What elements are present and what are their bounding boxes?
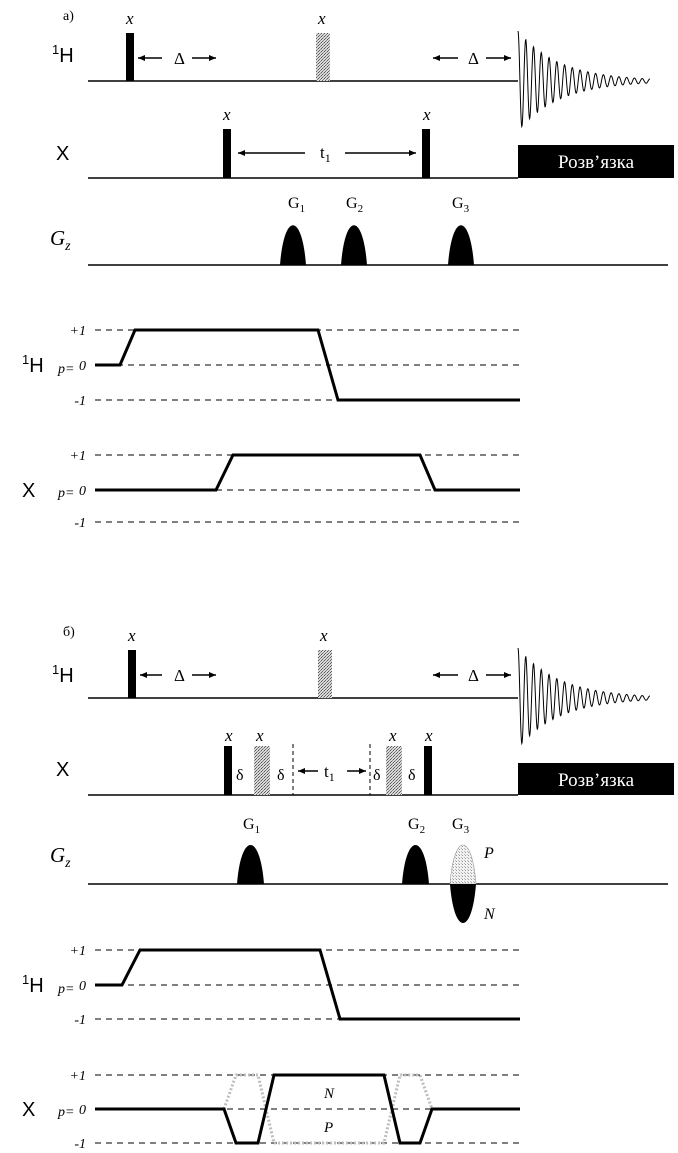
h-180-pulse — [316, 33, 330, 81]
panel-b-label: б) — [63, 625, 75, 640]
gradient-pulse-g1 — [237, 845, 264, 884]
p-label: p= — [57, 1105, 74, 1120]
phase-label: x — [127, 626, 136, 645]
decoupling-label: Розв’язка — [558, 770, 635, 791]
gradient-label-g1: G1 — [243, 816, 260, 836]
coherence-pathway-x: +1 0 -1 X p= N P — [22, 1069, 520, 1152]
gradient-label-g3: G3 — [452, 816, 470, 836]
p-label: p= — [57, 982, 74, 997]
pathway-1h-label: 1H — [22, 352, 44, 377]
level-label-zero: 0 — [79, 979, 86, 994]
channel-x-label: X — [56, 759, 69, 781]
phase-label: x — [317, 9, 326, 28]
x-180-pulse — [386, 746, 402, 795]
channel-x-label: X — [56, 143, 69, 165]
x-90-pulse — [224, 746, 232, 795]
phase-label: x — [424, 726, 433, 745]
h-90-pulse — [126, 33, 134, 81]
phase-label: x — [319, 626, 328, 645]
decoupling-block — [518, 145, 674, 178]
gradient-pulse-g3-negative — [450, 884, 476, 923]
phase-label: x — [222, 105, 231, 124]
pathway-line-x — [95, 453, 520, 492]
level-label-plus1: +1 — [70, 944, 86, 959]
t1-label: t1 — [320, 143, 331, 165]
gradient-label-g3: G3 — [452, 195, 470, 215]
x-90-pulse — [422, 129, 430, 178]
pathway-p-label: P — [323, 1120, 333, 1136]
fid-signal — [517, 30, 651, 129]
fid-signal — [517, 647, 651, 746]
gradient-p-label: P — [483, 845, 494, 862]
channel-1h-label: 1H — [52, 42, 74, 67]
channel-gz-label: Gz — [50, 843, 71, 871]
delta-label: Δ — [468, 666, 479, 685]
gradient-pulse-g3 — [448, 225, 474, 265]
phase-label: x — [224, 726, 233, 745]
panel-b: б) 1H x x Δ Δ X x δ x δ t1 δ x δ x — [22, 625, 674, 1152]
x-180-pulse — [254, 746, 270, 795]
delta-label: Δ — [174, 49, 185, 68]
pathway-line-x — [95, 1073, 520, 1145]
pathway-x-label: X — [22, 1099, 35, 1121]
p-label: p= — [57, 362, 74, 377]
coherence-pathway-x: +1 0 -1 X p= — [22, 449, 520, 531]
pathway-line-x-faint — [222, 1073, 434, 1145]
level-label-minus1: -1 — [74, 1137, 86, 1152]
phase-label: x — [125, 9, 134, 28]
gradient-label-g1: G1 — [288, 195, 305, 215]
pathway-x-label: X — [22, 480, 35, 502]
level-label-zero: 0 — [79, 484, 86, 499]
level-label-plus1: +1 — [70, 449, 86, 464]
decoupling-label: Розв’язка — [558, 152, 635, 173]
gradient-pulse-g3-positive — [449, 844, 477, 885]
phase-label: x — [255, 726, 264, 745]
level-label-minus1: -1 — [74, 1013, 86, 1028]
x-90-pulse — [424, 746, 432, 795]
gradient-label-g2: G2 — [408, 816, 425, 836]
phase-label: x — [422, 105, 431, 124]
gradient-n-label: N — [483, 906, 496, 923]
coherence-pathway-1h: +1 0 -1 1H p= — [22, 324, 520, 409]
gradient-pulse-g2 — [402, 845, 429, 884]
level-label-zero: 0 — [79, 359, 86, 374]
panel-a-label: а) — [63, 9, 74, 24]
level-label-minus1: -1 — [74, 516, 86, 531]
gradient-pulse-g2 — [341, 225, 367, 265]
x-90-pulse — [223, 129, 231, 178]
level-label-plus1: +1 — [70, 324, 86, 339]
h-180-pulse — [318, 650, 332, 698]
pathway-1h-label: 1H — [22, 972, 44, 997]
level-label-plus1: +1 — [70, 1069, 86, 1084]
level-label-minus1: -1 — [74, 394, 86, 409]
small-delta-label: δ — [236, 767, 244, 784]
small-delta-label: δ — [373, 767, 381, 784]
coherence-pathway-1h: +1 0 -1 1H p= — [22, 944, 520, 1028]
level-label-zero: 0 — [79, 1103, 86, 1118]
delta-label: Δ — [468, 49, 479, 68]
pathway-line-1h — [95, 328, 520, 402]
small-delta-label: δ — [408, 767, 416, 784]
channel-gz-label: Gz — [50, 226, 71, 254]
decoupling-block — [518, 763, 674, 795]
pathway-line-1h — [95, 948, 520, 1021]
delta-label: Δ — [174, 666, 185, 685]
h-90-pulse — [128, 650, 136, 698]
p-label: p= — [57, 486, 74, 501]
t1-label: t1 — [324, 762, 335, 784]
panel-a: а) 1H x x Δ Δ X x x t1 Розв’язка Gz G1 G… — [22, 9, 674, 531]
pathway-n-label: N — [323, 1086, 335, 1102]
gradient-pulse-g1 — [280, 225, 306, 265]
channel-1h-label: 1H — [52, 662, 74, 687]
phase-label: x — [388, 726, 397, 745]
gradient-label-g2: G2 — [346, 195, 363, 215]
small-delta-label: δ — [277, 767, 285, 784]
